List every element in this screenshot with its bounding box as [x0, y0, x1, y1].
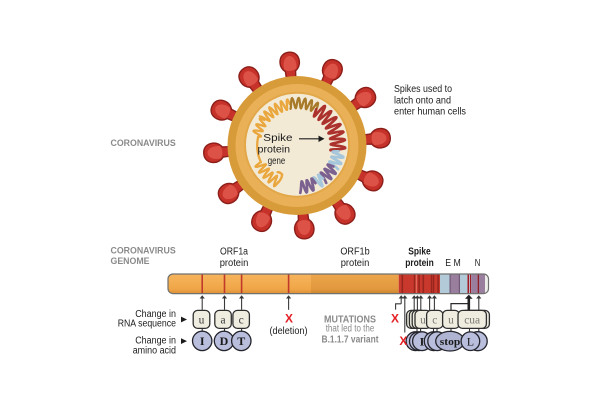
svg-text:Change in: Change in	[135, 336, 176, 347]
svg-text:Spike: Spike	[408, 247, 431, 258]
svg-text:Change in: Change in	[135, 309, 176, 320]
svg-text:u: u	[448, 314, 454, 326]
svg-text:gene: gene	[268, 155, 286, 167]
svg-text:a: a	[221, 314, 226, 326]
svg-text:u: u	[199, 314, 205, 326]
svg-text:CORONAVIRUS: CORONAVIRUS	[111, 138, 176, 149]
svg-text:T: T	[237, 334, 245, 348]
svg-text:cua: cua	[464, 314, 480, 326]
svg-text:protein: protein	[258, 143, 291, 155]
svg-text:N: N	[475, 258, 481, 269]
svg-text:protein: protein	[220, 258, 249, 269]
svg-text:X: X	[391, 312, 399, 326]
svg-text:X: X	[285, 312, 293, 326]
svg-text:X: X	[399, 334, 407, 348]
svg-text:protein: protein	[341, 258, 370, 269]
svg-text:that led to the: that led to the	[326, 324, 375, 335]
svg-text:MUTATIONS: MUTATIONS	[324, 314, 376, 325]
svg-text:enter human cells: enter human cells	[394, 107, 466, 118]
svg-text:GENOME: GENOME	[111, 256, 150, 267]
svg-text:amino acid: amino acid	[133, 345, 176, 356]
svg-text:c: c	[432, 314, 437, 326]
svg-text:ORF1a: ORF1a	[220, 247, 248, 258]
svg-text:D: D	[220, 334, 229, 348]
svg-text:protein: protein	[405, 258, 434, 269]
svg-text:stop: stop	[440, 337, 461, 348]
svg-text:c: c	[239, 314, 244, 326]
svg-text:(deletion): (deletion)	[270, 326, 308, 337]
svg-text:CORONAVIRUS: CORONAVIRUS	[111, 245, 176, 256]
svg-text:u: u	[420, 314, 426, 326]
svg-text:I: I	[200, 334, 205, 348]
svg-text:ORF1b: ORF1b	[340, 247, 370, 258]
svg-text:B.1.1.7 variant: B.1.1.7 variant	[322, 334, 380, 345]
svg-text:Spikes used to: Spikes used to	[394, 84, 452, 95]
svg-text:I: I	[420, 334, 425, 348]
svg-text:L: L	[467, 334, 474, 348]
svg-text:E M: E M	[445, 258, 461, 269]
svg-text:Spike: Spike	[263, 132, 292, 144]
svg-text:latch onto and: latch onto and	[394, 95, 451, 106]
svg-text:RNA sequence: RNA sequence	[118, 319, 177, 330]
